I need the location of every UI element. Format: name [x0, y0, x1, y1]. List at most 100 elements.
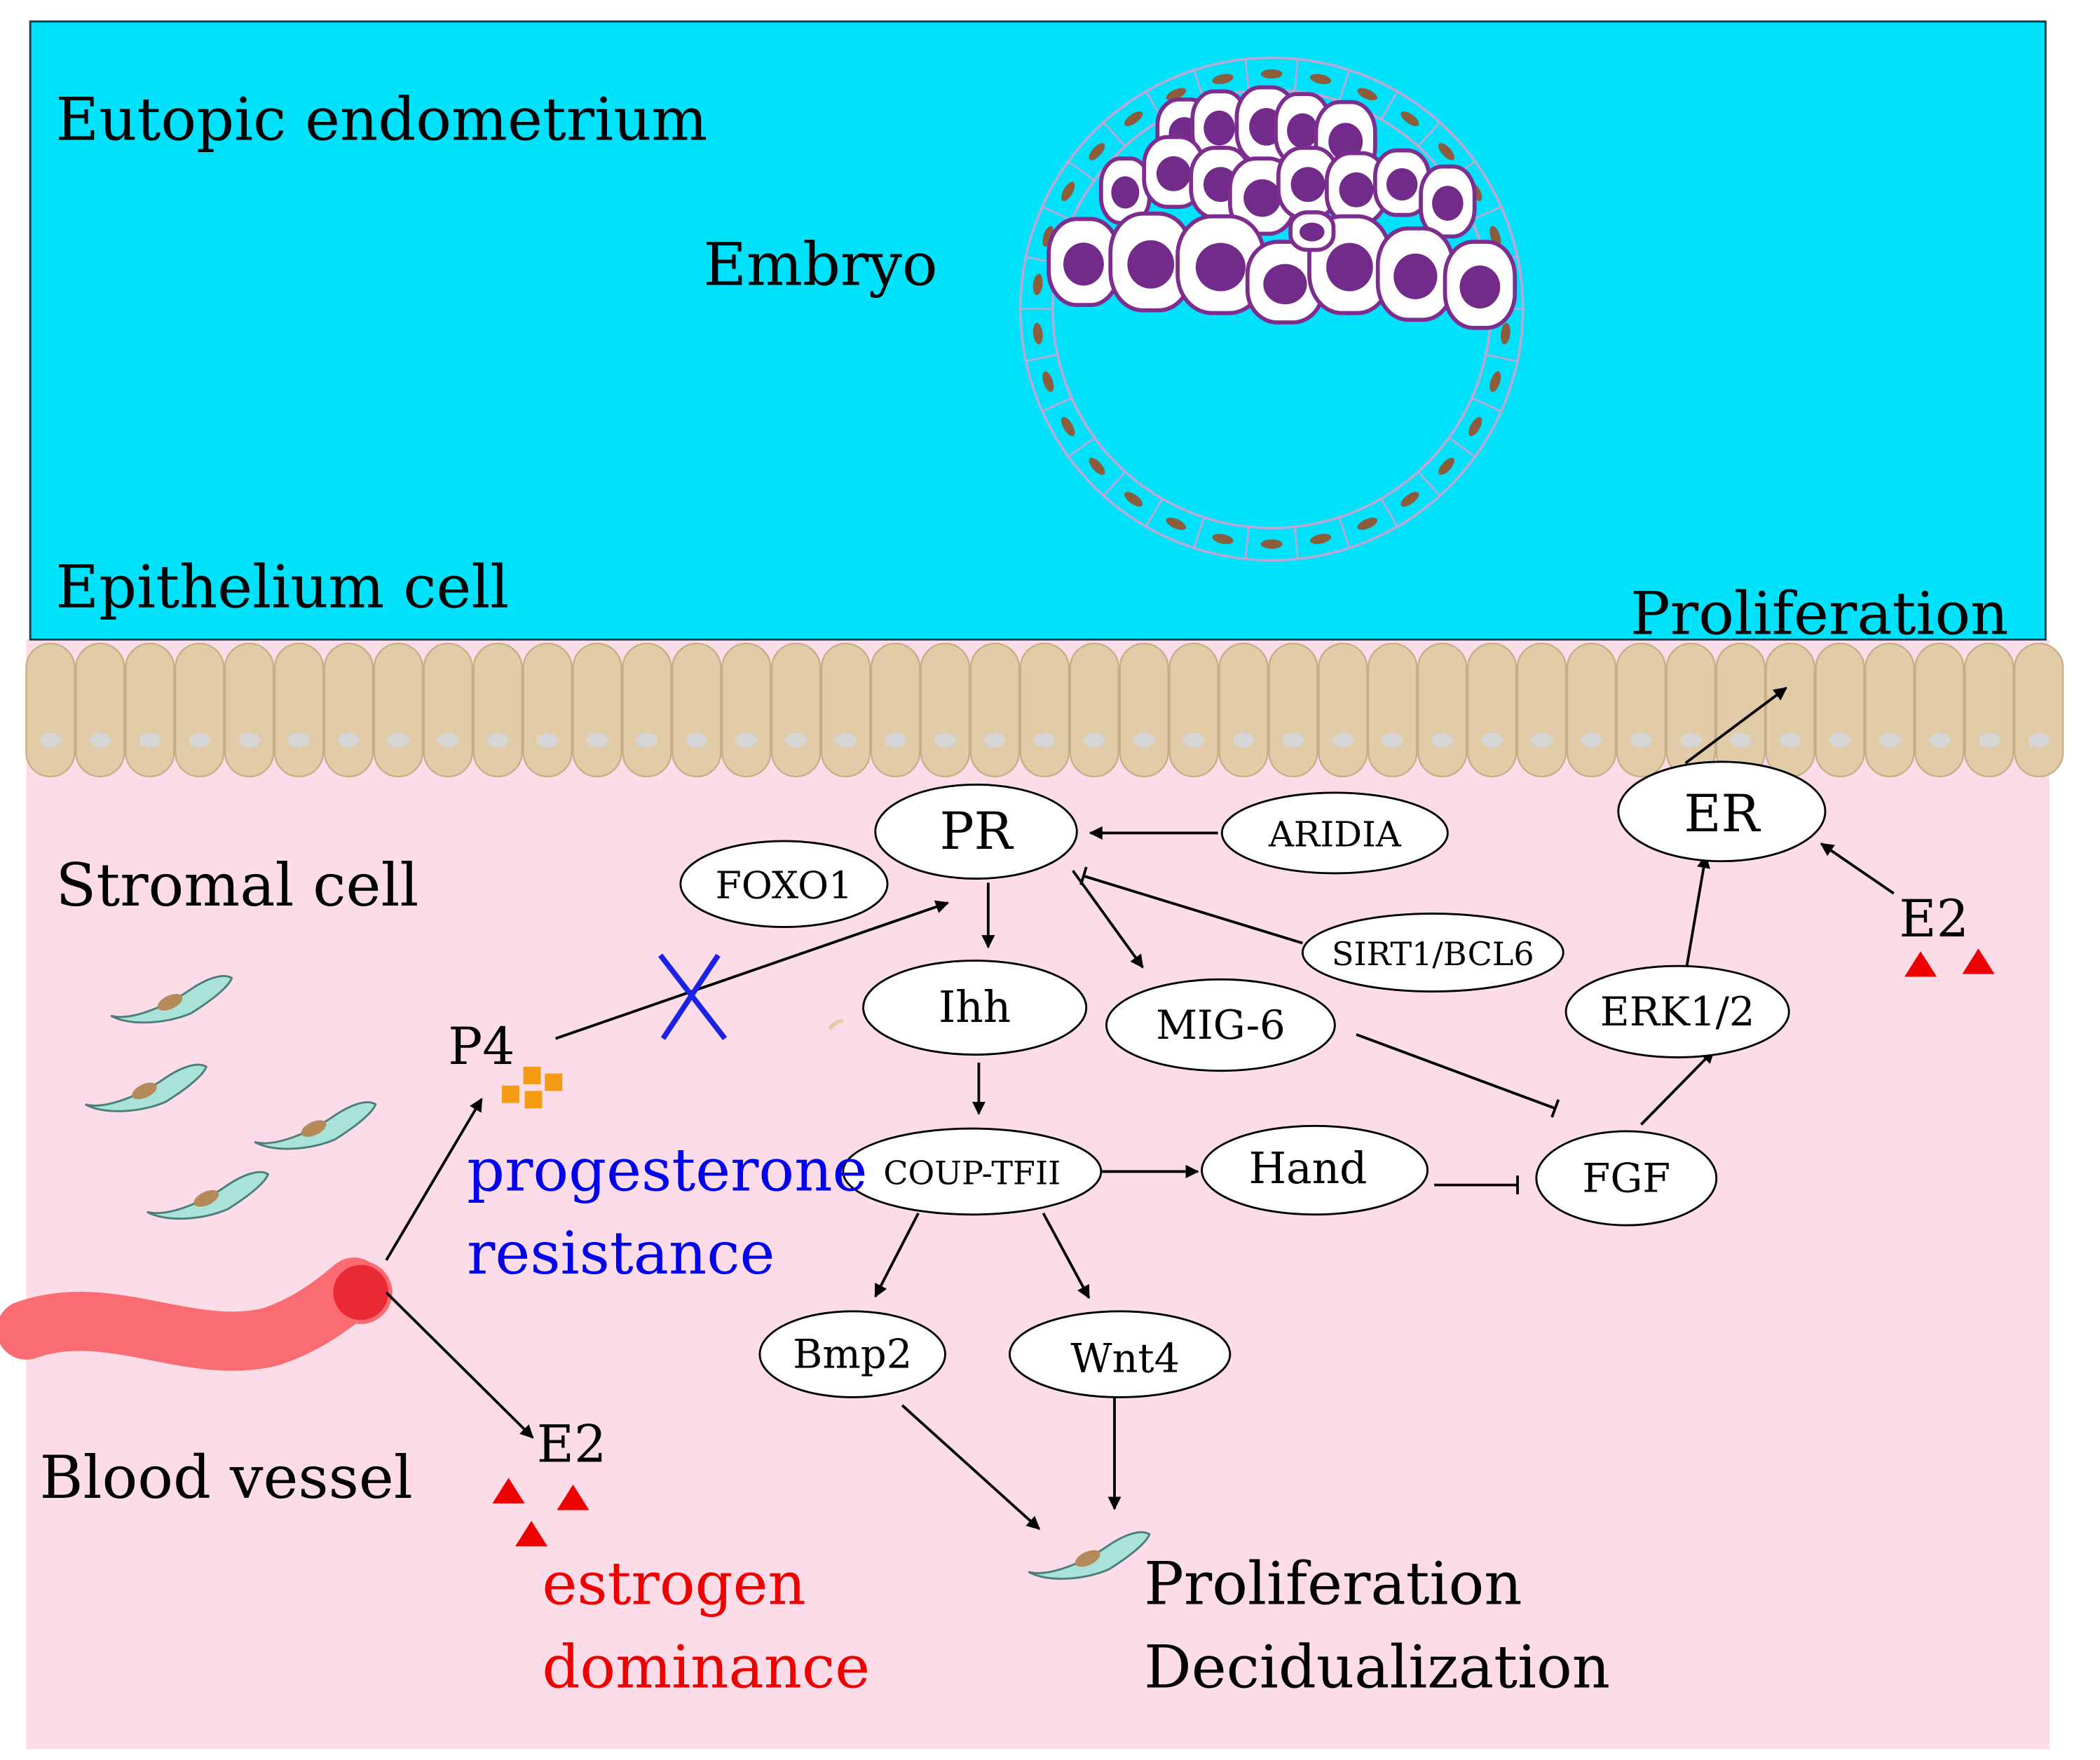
- epithelial-cell: [323, 642, 374, 778]
- trophoblast-nucleus: [1089, 143, 1105, 161]
- edge-e2-er: [1820, 843, 1895, 895]
- label-dominance: dominance: [542, 1632, 870, 1701]
- epithelial-nucleus: [1033, 732, 1056, 748]
- trophoblast-divider: [1471, 205, 1502, 221]
- epithelial-nucleus: [1282, 732, 1304, 748]
- trophoblast-divider: [1417, 121, 1441, 147]
- embryo-nucleus: [1393, 253, 1438, 299]
- trophoblast-divider: [1338, 69, 1351, 102]
- epithelial-cell: [472, 642, 523, 778]
- embryo-nucleus: [1204, 110, 1235, 146]
- epithelial-nucleus: [486, 732, 509, 748]
- epithelial-cell: [2014, 642, 2064, 778]
- node-ihh-label: Ihh: [939, 983, 1011, 1032]
- embryo-nucleus: [1063, 243, 1104, 286]
- trophoblast-nucleus: [1042, 371, 1054, 393]
- node-bmp2: [758, 1310, 946, 1398]
- epithelial-nucleus: [1431, 732, 1454, 748]
- trophoblast-divider: [1448, 437, 1476, 458]
- trophoblast-divider: [1244, 526, 1250, 559]
- trophoblast-divider: [1293, 59, 1300, 92]
- node-foxo1: [679, 840, 889, 929]
- epithelial-nucleus: [934, 732, 956, 748]
- trophoblast-divider: [1042, 397, 1072, 412]
- epithelial-nucleus: [238, 732, 260, 748]
- node-er: [1617, 760, 1827, 863]
- pathway-edges: [385, 686, 1895, 1530]
- node-wnt4: [1009, 1310, 1232, 1398]
- epithelial-cell: [1368, 642, 1418, 778]
- label-decidualization: Decidualization: [1144, 1632, 1610, 1701]
- epithelial-cell: [1566, 642, 1617, 778]
- trophoblast-divider: [1068, 161, 1096, 182]
- label-resistance: resistance: [467, 1219, 775, 1288]
- estrogen-triangles-icon: [492, 1478, 589, 1547]
- progesterone-molecules-icon: [501, 1066, 563, 1109]
- epithelial-cell: [920, 642, 971, 778]
- node-aridia: [1220, 791, 1449, 875]
- epithelial-nucleus: [139, 732, 161, 748]
- epithelial-nucleus: [1232, 732, 1255, 748]
- diagram-labels: Eutopic endometrium Embryo Epithelium ce…: [40, 85, 2009, 1701]
- trophoblast-nucleus: [1357, 88, 1377, 101]
- node-erk: [1564, 964, 1790, 1058]
- embryo-nucleus: [1290, 167, 1325, 203]
- embryo-nucleus: [1287, 113, 1318, 149]
- epithelial-cell: [1168, 642, 1219, 778]
- label-stromal-cell: Stromal cell: [56, 851, 419, 920]
- embryo-nucleus: [1386, 168, 1418, 200]
- trophoblast-divider: [1068, 437, 1096, 458]
- trophoblast-divider: [1145, 498, 1164, 527]
- epithelial-nucleus: [1332, 732, 1354, 748]
- embryo-nucleus: [1459, 265, 1501, 309]
- epithelial-cell: [1318, 642, 1368, 778]
- epithelial-cell: [771, 642, 821, 778]
- embryo-nucleus: [1339, 172, 1374, 207]
- epithelial-nucleus: [1928, 732, 1951, 748]
- embryo-nucleus: [1326, 243, 1373, 292]
- trophoblast-divider: [1380, 90, 1398, 121]
- epithelial-cell: [175, 642, 225, 778]
- epithelial-nucleus: [636, 732, 658, 748]
- trophoblast-nucleus: [1438, 143, 1454, 161]
- epithelial-cell: [870, 642, 921, 778]
- trophoblast-nucleus: [1357, 517, 1377, 531]
- node-hand: [1201, 1124, 1429, 1216]
- node-mig6: [1105, 978, 1336, 1072]
- trophoblast-divider: [1417, 471, 1441, 497]
- epithelial-cell: [1914, 642, 1965, 778]
- epithelial-cell: [1864, 642, 1915, 778]
- epithelial-nucleus: [1779, 732, 1801, 748]
- epithelial-cell: [1616, 642, 1667, 778]
- epithelial-cell: [25, 642, 76, 778]
- epithelial-cell: [373, 642, 424, 778]
- epithelial-cell: [969, 642, 1021, 778]
- trophoblast-nucleus: [1061, 182, 1075, 201]
- epithelial-nucleus: [388, 732, 409, 748]
- trophoblast-nucleus: [1032, 273, 1043, 296]
- edge-sirt1-pr: [1079, 866, 1303, 945]
- epithelial-cell: [423, 642, 473, 778]
- embryo-nucleus: [1156, 156, 1191, 191]
- trophoblast-divider: [1193, 517, 1206, 549]
- trophoblast-nucleus: [1061, 416, 1075, 437]
- epithelial-nucleus: [686, 732, 708, 748]
- epithelial-nucleus: [437, 732, 459, 748]
- trophoblast-nucleus: [1309, 74, 1332, 85]
- epithelial-nucleus: [288, 732, 310, 748]
- node-hand-label: Hand: [1249, 1144, 1368, 1194]
- trophoblast-divider: [1103, 471, 1126, 497]
- trophoblast-nucleus: [1166, 517, 1187, 531]
- trophoblast-nucleus: [1212, 533, 1234, 545]
- edge-vessel-p4: [385, 1098, 483, 1261]
- epithelial-cell: [1019, 642, 1070, 778]
- trophoblast-nucleus: [1489, 371, 1501, 393]
- label-blood-vessel: Blood vessel: [40, 1443, 413, 1512]
- epithelial-nucleus: [89, 732, 111, 748]
- epithelial-cell: [820, 642, 871, 778]
- epithelial-nucleus: [1978, 732, 2000, 748]
- epithelial-cell: [1665, 642, 1716, 778]
- label-e2-bottom: E2: [537, 1414, 607, 1474]
- trophoblast-nucleus: [1212, 74, 1234, 85]
- epithelial-cell: [1417, 642, 1468, 778]
